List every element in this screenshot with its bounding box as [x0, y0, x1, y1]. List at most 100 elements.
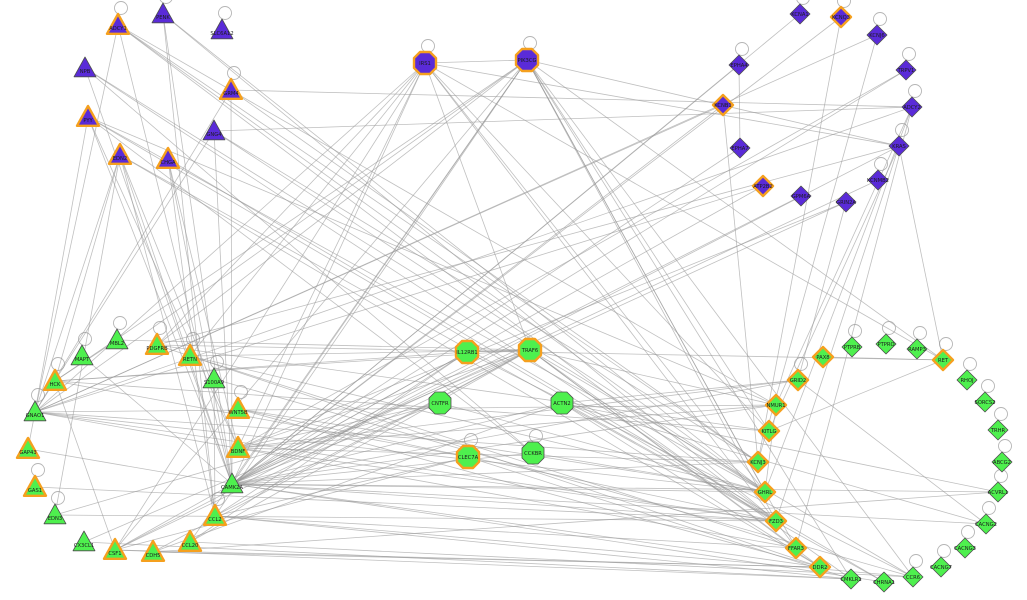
node-FZD3[interactable] — [764, 509, 788, 533]
node-PIK3CG[interactable] — [514, 47, 540, 73]
node-GAP43[interactable] — [15, 436, 41, 459]
node-CACNG3[interactable] — [954, 537, 976, 559]
edge-GNG4-KCNJ3 — [213, 130, 759, 463]
edge-GAS1-FZD3 — [34, 486, 777, 522]
node-KCNB1[interactable] — [711, 93, 735, 117]
node-PYY[interactable] — [75, 104, 101, 128]
node-CNTFR[interactable] — [428, 391, 452, 415]
edge-KCNJ6-GNAO1 — [34, 34, 878, 413]
node-KCNJ6[interactable] — [866, 24, 888, 46]
node-CCL20[interactable] — [177, 529, 203, 552]
edge-CAMK2A-KCNJ3 — [231, 461, 759, 485]
node-CCR6[interactable] — [902, 566, 924, 588]
node-PTPRO[interactable] — [875, 333, 897, 355]
edge-PIK3CG-KITLG — [526, 59, 770, 432]
node-GRIN2A[interactable] — [835, 191, 857, 213]
edge-CAMK2A-GRID2 — [231, 379, 799, 485]
node-TRAF6[interactable] — [517, 337, 543, 363]
node-PAX8[interactable] — [811, 345, 835, 369]
node-EDN3[interactable] — [43, 503, 67, 525]
node-MBL2[interactable] — [105, 328, 129, 350]
labels-layer: ADCY1PENKSLC6A12NPBGRM4PYYGNG4EDN2CHGAIR… — [19, 12, 1011, 586]
node-KITLG[interactable] — [757, 419, 781, 443]
edge-EPHA4-EPHA7 — [738, 64, 741, 149]
node-KCNQ3[interactable] — [829, 5, 853, 29]
node-CACNG7[interactable] — [930, 556, 952, 578]
edge-IRS1-GHRL — [424, 62, 766, 493]
node-EPHA7[interactable] — [729, 137, 751, 159]
node-RAMP3[interactable] — [906, 338, 928, 360]
node-ATP2B2[interactable] — [751, 174, 775, 198]
node-NPB[interactable] — [73, 56, 97, 78]
node-RETN[interactable] — [177, 343, 203, 366]
node-NMUR1[interactable] — [764, 393, 788, 417]
node-GNAO1[interactable] — [23, 400, 47, 422]
edge-ACTN2-CAMK2A — [231, 402, 563, 485]
node-CSF1[interactable] — [102, 537, 128, 560]
edge-PIK3CG-PDGFRB — [156, 59, 528, 346]
self-loop-EPHA4 — [735, 42, 749, 56]
edge-PYY-CCKBR — [87, 116, 534, 454]
node-PDGFRB[interactable] — [144, 332, 170, 355]
edge-BDNF-KCNJ3 — [237, 447, 759, 463]
node-GNG4[interactable] — [202, 119, 226, 141]
node-KRAS[interactable] — [888, 135, 910, 157]
edge-IL12RB1-CSF1 — [114, 351, 468, 551]
edge-BDNF-NMUR1 — [237, 404, 777, 449]
self-loop-PTPRO — [882, 321, 896, 335]
node-BDNF[interactable] — [225, 435, 251, 458]
node-MAPT[interactable] — [70, 344, 94, 366]
node-EDN2[interactable] — [107, 142, 133, 166]
node-TRHR[interactable] — [987, 419, 1009, 441]
node-ACTN2[interactable] — [550, 391, 574, 415]
self-loop-GRM4 — [227, 66, 241, 80]
node-KCNA1[interactable] — [789, 3, 811, 25]
self-loop-ADCY2 — [908, 84, 922, 98]
node-ABCG2[interactable] — [991, 451, 1013, 473]
edge-WNT5B-DDR2 — [237, 408, 821, 568]
node-GRM4[interactable] — [218, 77, 244, 101]
node-CDH5[interactable] — [140, 539, 166, 562]
node-ACVRL1[interactable] — [987, 481, 1009, 503]
node-EPHA4[interactable] — [728, 54, 750, 76]
edge-EDN2-GNAO1 — [34, 154, 121, 413]
node-CHGA[interactable] — [155, 146, 181, 170]
node-SORCS2[interactable] — [974, 391, 996, 413]
node-GPM6A[interactable] — [790, 185, 812, 207]
node-KCNMB2[interactable] — [867, 169, 889, 191]
node-KCNJ3[interactable] — [746, 450, 770, 474]
node-RET[interactable] — [931, 348, 955, 372]
node-WNT5B[interactable] — [225, 396, 251, 419]
edge-TRAF6-DDR2 — [529, 349, 821, 568]
node-CX3CL1[interactable] — [72, 530, 96, 552]
node-ADCY2[interactable] — [901, 96, 923, 118]
node-S100A9[interactable] — [202, 367, 226, 389]
edge-CCL20-CCR6 — [189, 541, 914, 578]
node-PENK[interactable] — [151, 2, 175, 24]
node-ADCY1[interactable] — [105, 12, 131, 35]
node-HCK[interactable] — [42, 368, 68, 391]
node-GAS1[interactable] — [22, 474, 48, 497]
node-TRPV1[interactable] — [895, 59, 917, 81]
node-CCL2[interactable] — [202, 503, 228, 526]
node-FFAR3[interactable] — [784, 536, 808, 560]
node-SLC6A12[interactable] — [210, 18, 234, 40]
node-CCKBR[interactable] — [521, 441, 545, 465]
node-CAMK2A[interactable] — [220, 472, 244, 494]
node-RHOJ[interactable] — [956, 369, 978, 391]
node-IL12RB1[interactable] — [454, 339, 480, 365]
self-loop-KCNQ3 — [837, 0, 851, 8]
edge-EDN2-BDNF — [119, 154, 239, 449]
edge-KCNA1-CAMK2A — [231, 13, 801, 485]
node-CACNG2[interactable] — [975, 513, 997, 535]
self-loop-TRHR — [994, 407, 1008, 421]
node-PTPRB[interactable] — [841, 336, 863, 358]
node-CLEC7A[interactable] — [455, 444, 481, 470]
node-DDR2[interactable] — [808, 555, 832, 579]
node-IRS1[interactable] — [412, 50, 438, 76]
node-GRID2[interactable] — [786, 368, 810, 392]
node-CHRNA1[interactable] — [873, 571, 895, 593]
node-CMKLR1[interactable] — [840, 568, 862, 590]
node-GHRL[interactable] — [753, 480, 777, 504]
